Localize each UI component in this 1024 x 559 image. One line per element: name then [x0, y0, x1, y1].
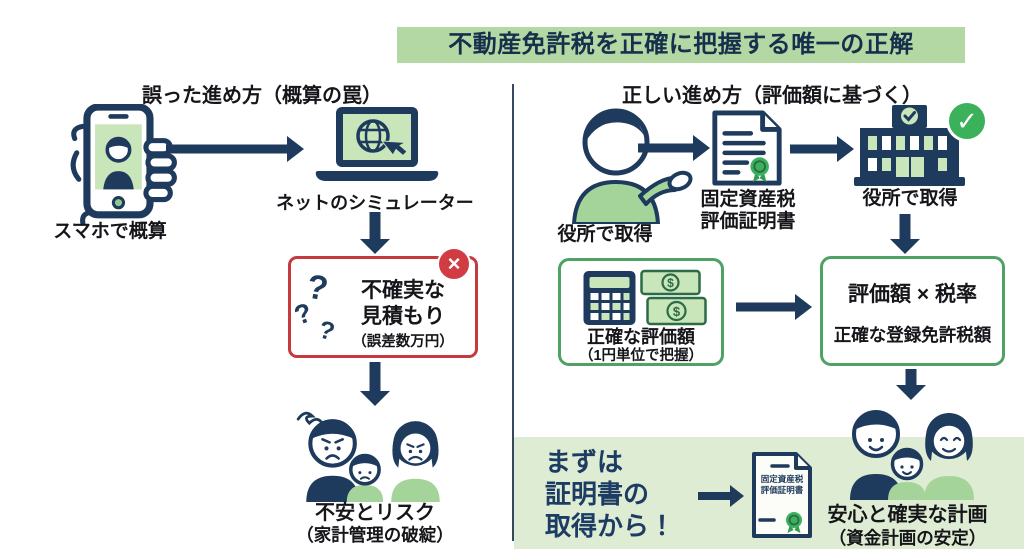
formula-line2: 正確な登録免許税額 [833, 325, 992, 345]
arrow-right-icon [736, 294, 812, 320]
arrow-down-icon [896, 369, 926, 400]
family-happy-icon [850, 410, 974, 500]
office-label: 役所で取得 [862, 188, 958, 209]
cta-line1: まずは [545, 447, 624, 477]
mini-certificate-doc-icon [752, 452, 812, 538]
mini-cert-line1: 固定資産税 [760, 474, 804, 484]
cta-line3: 取得から！ [545, 511, 676, 541]
laptop-icon [315, 107, 439, 181]
cta-text: まずは 証明書の 取得から！ [545, 446, 785, 542]
simulator-label: ネットのシミュレーター [276, 193, 474, 213]
question-mark-icon: ? [315, 315, 338, 347]
arrow-down-icon [890, 214, 920, 254]
mini-certificate-text: 固定資産税 評価証明書 [750, 474, 814, 495]
government-building-icon [854, 105, 965, 186]
divider [512, 84, 514, 541]
value-box-line1: 正確な評価額 [587, 327, 695, 347]
certificate-icon [712, 110, 782, 186]
certificate-label: 固定資産税 評価証明書 [692, 189, 804, 234]
arrow-right-icon [638, 135, 710, 161]
arrow-down-icon [360, 212, 390, 254]
warning-line1: 不確実な [361, 279, 445, 302]
wrong-way-header: 誤った進め方（概算の罠） [142, 85, 382, 107]
formula-box: 評価額 × 税率 正確な登録免許税額 [820, 256, 1005, 366]
right-result-label2: （資金計画の安定） [828, 528, 987, 548]
dollar-icon: $ [667, 276, 674, 290]
success-check-icon: ✓ [946, 100, 988, 142]
arrow-right-icon [166, 136, 304, 162]
person-office-label: 役所で取得 [557, 224, 653, 245]
error-cross-icon: × [437, 247, 471, 281]
smartphone-icon [70, 104, 177, 224]
arrow-down-icon [360, 362, 390, 406]
mini-certificate-icon: 固定資産税 評価証明書 [750, 451, 814, 539]
right-way-header: 正しい進め方（評価額に基づく） [622, 85, 922, 107]
warning-line2: 見積もり [361, 305, 445, 328]
value-box-line2: （1円単位で把握） [578, 348, 704, 364]
arrow-right-icon [790, 136, 854, 162]
right-result-label1: 安心と確実な計画 [827, 504, 988, 526]
certificate-label-line1: 固定資産税 [700, 189, 796, 210]
question-mark-icon: ? [303, 267, 331, 309]
wrong-result-label2: （家計管理の破綻） [296, 525, 454, 545]
arrow-right-icon [698, 484, 744, 508]
smartphone-label: スマホで概算 [53, 221, 167, 242]
formula-line1: 評価額 × 税率 [848, 283, 977, 306]
page-title: 不動産免許税を正確に把握する唯一の正解 [397, 27, 965, 63]
calculator-money-icon: $ $ [583, 269, 707, 326]
wrong-result-label1: 不安とリスク [315, 502, 435, 524]
warning-line3: （誤差数万円） [352, 334, 454, 350]
cta-line2: 証明書の [545, 479, 650, 509]
certificate-label-line2: 評価証明書 [700, 211, 796, 233]
family-worried-icon [296, 411, 440, 502]
mini-cert-line2: 評価証明書 [760, 484, 804, 495]
accurate-value-box: $ $ 正確な評価額 （1円単位で把握） [558, 258, 724, 366]
person-icon [571, 108, 693, 224]
dollar-icon: $ [673, 304, 681, 319]
